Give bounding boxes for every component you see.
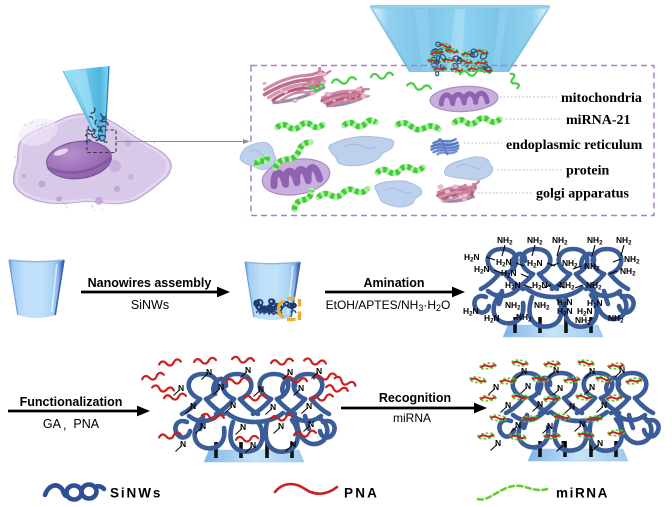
svg-text:N: N (258, 384, 264, 394)
svg-text:H2N: H2N (496, 257, 512, 269)
svg-text:N: N (278, 421, 284, 431)
svg-text:SiNWs: SiNWs (110, 486, 162, 501)
svg-text:N: N (290, 439, 296, 449)
svg-text:NH2: NH2 (562, 258, 578, 270)
svg-text:N: N (178, 383, 184, 393)
svg-text:N: N (200, 421, 206, 431)
svg-text:N: N (245, 365, 251, 375)
svg-text:NH2: NH2 (527, 235, 543, 247)
svg-text:NH2: NH2 (516, 312, 532, 324)
svg-text:N: N (601, 400, 607, 410)
svg-text:N: N (495, 438, 501, 448)
svg-text:N: N (240, 422, 246, 432)
svg-text:N: N (270, 402, 276, 412)
svg-text:N: N (597, 438, 603, 448)
svg-text:N: N (589, 366, 595, 376)
svg-text:NH2: NH2 (497, 235, 513, 247)
svg-text:N: N (180, 439, 186, 449)
svg-text:N: N (561, 439, 567, 449)
svg-text:NH2: NH2 (559, 280, 575, 292)
svg-text:H2N: H2N (484, 313, 500, 325)
svg-text:Recognition: Recognition (379, 391, 451, 405)
svg-text:N: N (553, 365, 559, 375)
svg-text:NH2: NH2 (586, 280, 602, 292)
svg-text:N: N (521, 366, 527, 376)
svg-text:H2N: H2N (587, 298, 603, 310)
svg-text:golgi apparatus: golgi apparatus (536, 187, 630, 202)
svg-text:N: N (589, 382, 595, 392)
svg-text:NH2: NH2 (584, 261, 600, 273)
svg-text:EtOH/APTES/NH3·H2O: EtOH/APTES/NH3·H2O (326, 298, 451, 313)
svg-text:NH2: NH2 (620, 266, 636, 278)
svg-text:NH2: NH2 (575, 315, 591, 327)
svg-text:miRNA-21: miRNA-21 (566, 113, 631, 128)
svg-text:N: N (547, 421, 553, 431)
svg-text:N: N (493, 382, 499, 392)
svg-text:N: N (218, 382, 224, 392)
svg-text:H2N: H2N (474, 264, 490, 276)
svg-text:N: N (287, 367, 293, 377)
svg-text:N: N (206, 367, 212, 377)
svg-text:Amination: Amination (363, 276, 424, 290)
svg-text:NH2: NH2 (616, 235, 632, 247)
svg-text:miRNA: miRNA (556, 486, 609, 501)
svg-text:N: N (525, 381, 531, 391)
svg-text:protein: protein (566, 164, 610, 179)
svg-text:H2N: H2N (557, 297, 573, 309)
svg-text:NH2: NH2 (624, 254, 640, 266)
svg-text:NH2: NH2 (505, 300, 521, 312)
svg-text:H2N: H2N (557, 306, 573, 318)
svg-text:H2N: H2N (464, 252, 480, 264)
svg-text:N: N (569, 401, 575, 411)
svg-text:miRNA: miRNA (393, 411, 431, 425)
svg-text:NH2: NH2 (587, 235, 603, 247)
svg-text:N: N (190, 401, 196, 411)
svg-text:N: N (557, 383, 563, 393)
svg-text:Functionalization: Functionalization (20, 395, 123, 409)
svg-text:N: N (250, 440, 256, 450)
svg-text:H2N: H2N (577, 306, 593, 318)
svg-text:N: N (619, 365, 625, 375)
svg-text:NH2: NH2 (552, 235, 568, 247)
svg-text:H2N: H2N (527, 258, 543, 270)
svg-text:Nanowires assembly: Nanowires assembly (88, 276, 212, 290)
svg-text:H2N: H2N (505, 280, 521, 292)
svg-text:H2N: H2N (532, 280, 548, 292)
svg-text:N: N (515, 420, 521, 430)
svg-text:N: N (298, 383, 304, 393)
svg-text:N: N (579, 419, 585, 429)
svg-text:mitochondria: mitochondria (561, 91, 642, 106)
svg-text:N: N (308, 419, 314, 429)
svg-text:N: N (230, 400, 236, 410)
svg-text:NH2: NH2 (608, 313, 624, 325)
svg-text:H2N: H2N (463, 306, 479, 318)
svg-text:H2N: H2N (501, 268, 517, 280)
svg-text:SiNWs: SiNWs (131, 298, 169, 312)
svg-text:N: N (505, 400, 511, 410)
svg-text:endoplasmic reticulum: endoplasmic reticulum (506, 138, 643, 153)
svg-text:N: N (316, 366, 322, 376)
svg-text:N: N (537, 399, 543, 409)
svg-text:NH2: NH2 (534, 300, 550, 312)
svg-text:PNA: PNA (344, 486, 379, 501)
svg-text:N: N (306, 401, 312, 411)
